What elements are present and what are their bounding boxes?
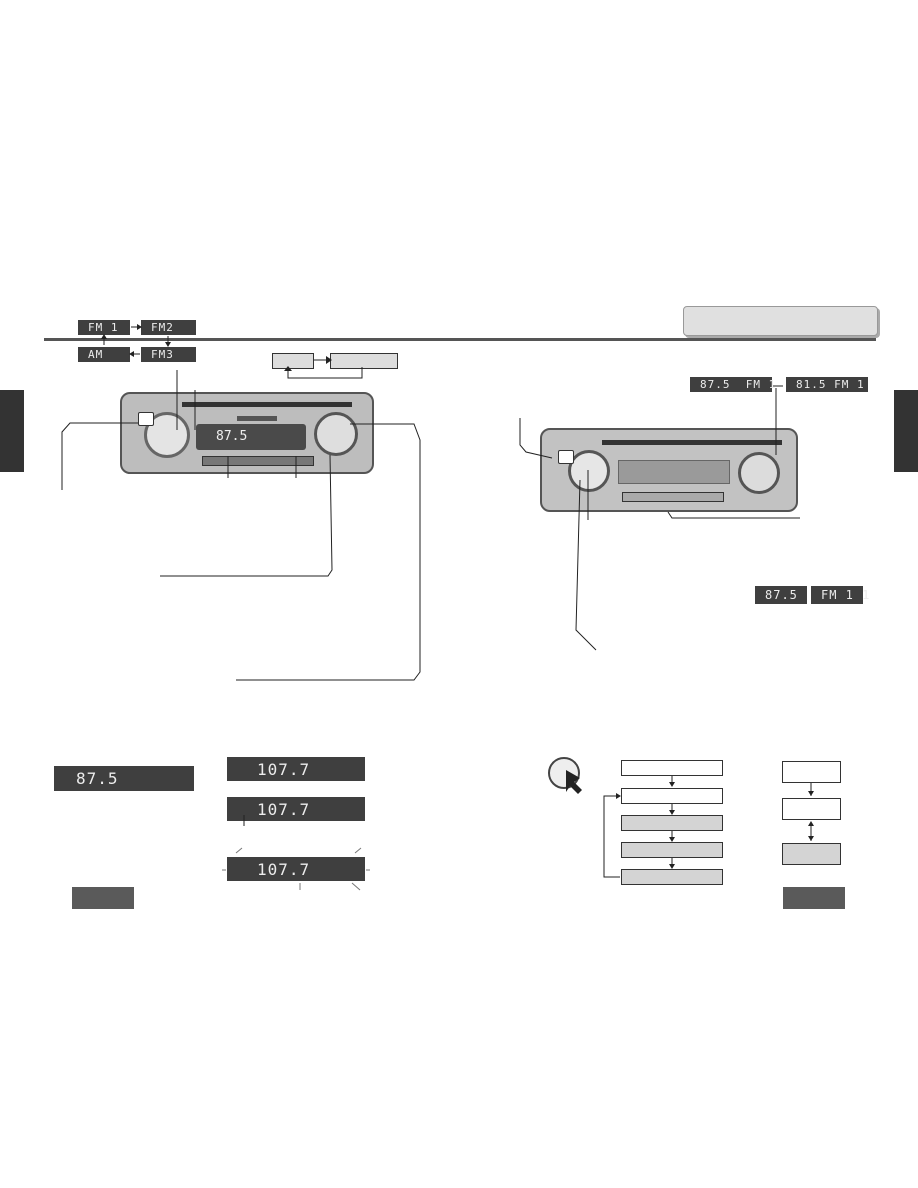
lcd-preset-b: 107.7: [227, 797, 365, 821]
side-tab-left: [0, 390, 24, 472]
brand-plate: [237, 416, 277, 421]
lcd-preset-c: 107.7: [227, 857, 365, 881]
radio-unit-right: [540, 428, 798, 512]
side-tab-right: [894, 390, 918, 472]
display-panel: 87.5: [196, 424, 306, 450]
flow-step-4: [621, 842, 723, 858]
radio-unit-left: 87.5: [120, 392, 374, 474]
tune-button-right[interactable]: [738, 452, 780, 494]
flow-right-1: [782, 761, 841, 783]
lcd-frequency: 87.5: [54, 766, 194, 791]
mode-box-1: [272, 353, 314, 369]
band-fm1: FM 1: [78, 320, 130, 335]
display-panel-right: [618, 460, 730, 484]
lcd-fm1-a: 87.5 FM 1: [690, 377, 775, 392]
preset-strip[interactable]: [202, 456, 314, 466]
lcd-fm1-b: 81.5 FM 1: [786, 377, 868, 392]
flow-right-3: [782, 843, 841, 865]
flow-step-1: [621, 760, 723, 776]
dsp-button[interactable]: [138, 412, 154, 426]
band-am: AM: [78, 347, 130, 362]
flow-step-3: [621, 815, 723, 831]
dark-note-box-left: [72, 887, 134, 909]
band-fm2: FM2: [141, 320, 196, 335]
display-frequency: 87.5: [216, 429, 248, 444]
dsp-button-right[interactable]: [558, 450, 574, 464]
header-rule: [44, 338, 876, 341]
flow-step-2: [621, 788, 723, 804]
flow-step-5: [621, 869, 723, 885]
preset-strip-right[interactable]: [622, 492, 724, 502]
lcd-preset-a: 107.7: [227, 757, 365, 781]
cd-slot-right: [602, 440, 782, 445]
flow-right-2: [782, 798, 841, 820]
section-tab: [683, 306, 878, 336]
cd-slot: [182, 402, 352, 407]
volume-knob-right[interactable]: [568, 450, 610, 492]
lcd-freq-split: 87.5: [755, 586, 807, 604]
dark-note-box-right: [783, 887, 845, 909]
band-fm3: FM3: [141, 347, 196, 362]
tune-button[interactable]: [314, 412, 358, 456]
